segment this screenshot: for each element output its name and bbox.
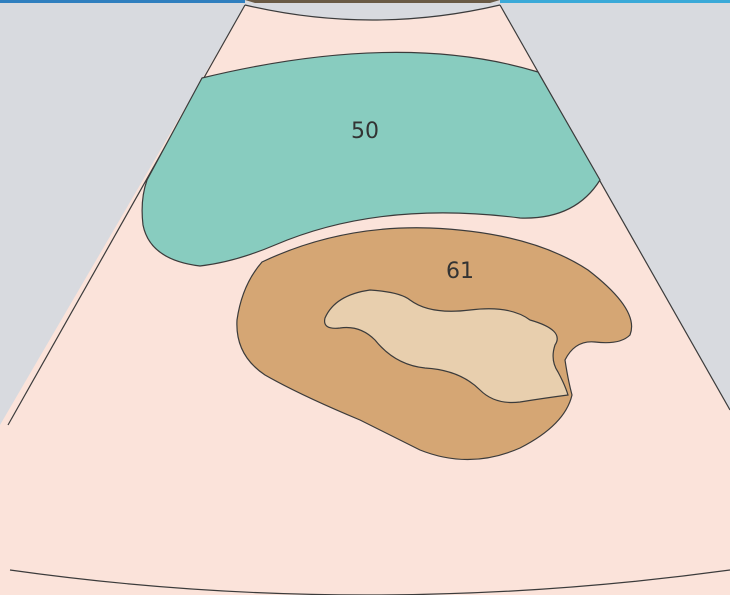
top-strip-left [0, 0, 245, 3]
top-strip-center [245, 0, 500, 3]
top-strip-right [500, 0, 730, 3]
region-61-label: 61 [446, 259, 474, 284]
region-50-label: 50 [351, 119, 379, 144]
